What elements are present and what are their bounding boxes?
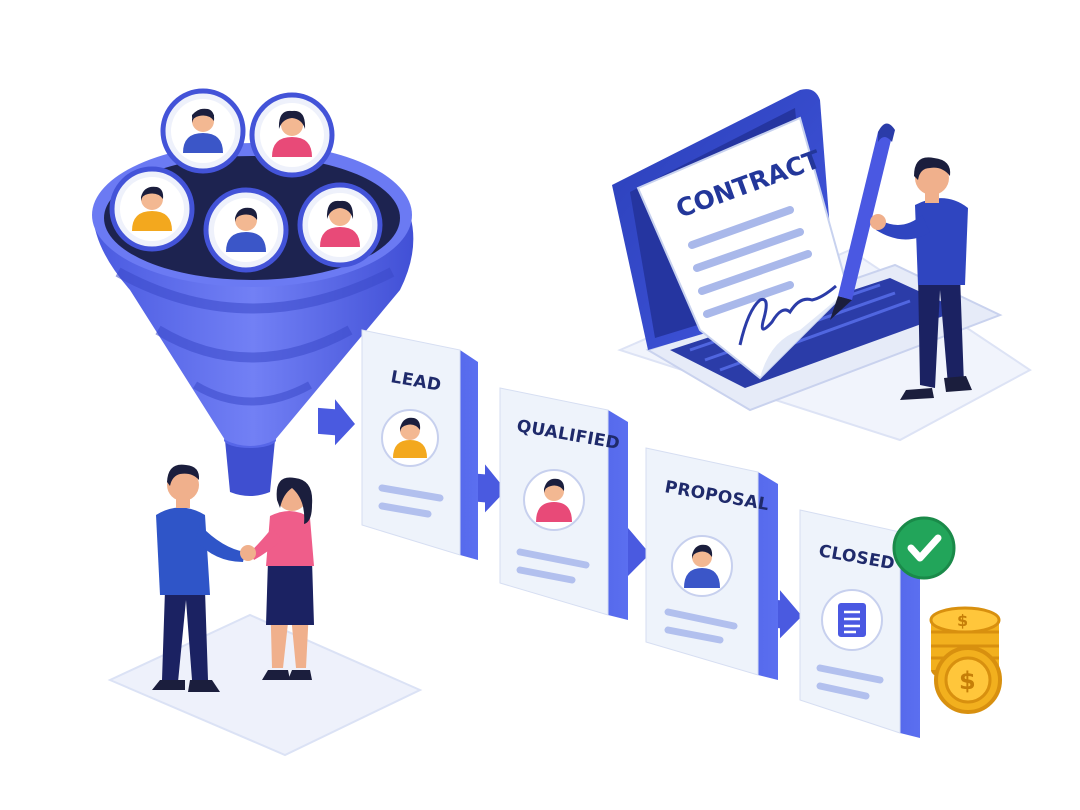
svg-text:$: $ [957,611,968,630]
person-icon [183,133,223,153]
person-icon [523,469,585,531]
person-icon [381,409,439,467]
prospect-avatar [297,182,383,268]
stage-card-closed: CLOSED [799,509,920,738]
contract-text-lines [688,206,812,318]
arrow-right-icon [318,399,355,446]
coin-stack-icon: $ $ [929,606,1002,714]
pen-icon [830,123,895,320]
stage-card-proposal: PROPOSAL [645,447,778,680]
svg-text:$: $ [959,667,976,695]
prospect-avatar [203,187,289,273]
signing-man-figure [870,157,972,400]
prospect-avatars [109,88,383,273]
document-icon [821,589,883,651]
handshake-people [152,464,314,692]
check-icon [892,516,956,580]
person-icon [671,535,733,597]
signature [738,284,837,346]
man-figure [152,464,245,692]
prospect-avatar [160,88,246,174]
prospect-avatar [249,92,335,178]
prospect-avatar [109,166,195,252]
woman-figure [250,477,314,680]
stage-card-qualified: QUALIFIED [499,387,628,620]
stage-card-lead: LEAD [361,329,478,560]
